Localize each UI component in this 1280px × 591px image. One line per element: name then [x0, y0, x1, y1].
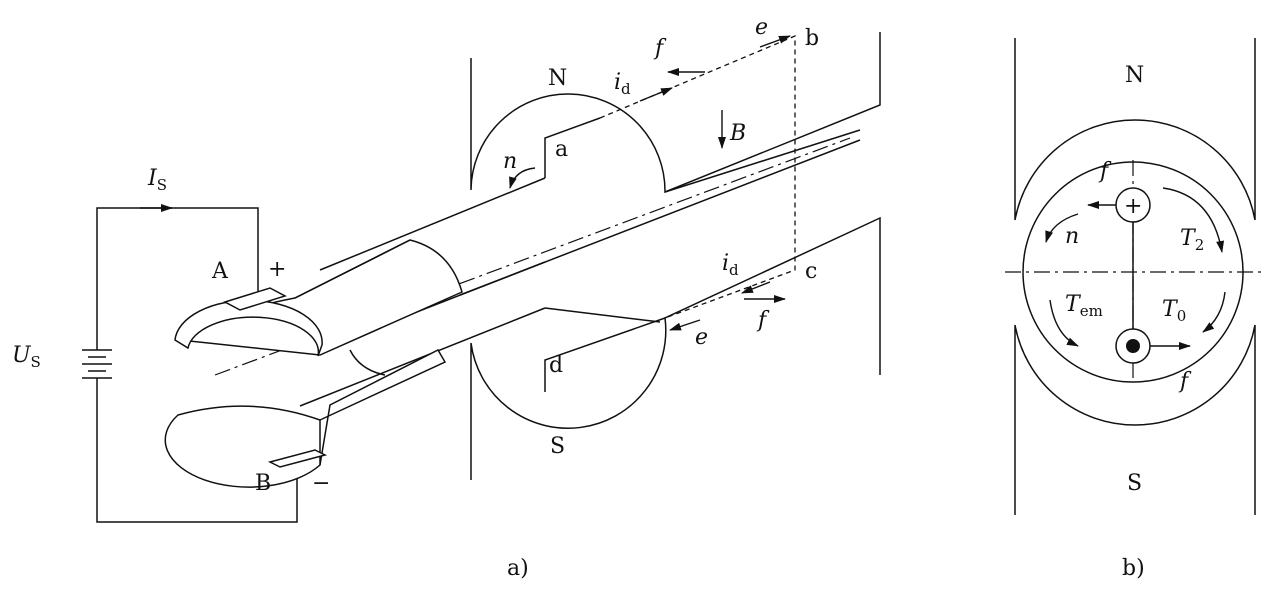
- torque-em-arrow: [1049, 299, 1079, 347]
- emf-arrow-top: [759, 35, 791, 48]
- slot-top: [544, 117, 601, 178]
- plus-label: +: [268, 257, 286, 282]
- south-pole-label: S: [550, 434, 565, 459]
- brush-b-label: B: [255, 471, 271, 496]
- armature-shaft: [214, 129, 861, 407]
- speed-arrow-b: [1045, 213, 1079, 243]
- conductor-bottom: [1115, 328, 1151, 364]
- brush-a: [223, 287, 287, 311]
- south-pole-b-label: S: [1127, 471, 1142, 496]
- brush-a-label: A: [211, 259, 229, 284]
- torque-0-arrow: [1202, 291, 1226, 333]
- current-top-label: id: [614, 70, 631, 98]
- slot-bottom: [544, 317, 666, 392]
- force-top-label: f: [653, 36, 667, 61]
- external-circuit: [96, 204, 298, 523]
- panel-b: + N S f f n T2 T0 Tem b): [1005, 38, 1265, 581]
- emf-top-label: e: [755, 15, 768, 40]
- coil-loop: [599, 35, 796, 319]
- south-pole: [470, 216, 881, 480]
- current-arrow-bottom: [741, 281, 771, 294]
- brush-b: [267, 449, 328, 468]
- current-bottom-label: id: [722, 251, 739, 279]
- conductor-plus-symbol: +: [1124, 194, 1142, 219]
- rotation-arrow: [509, 167, 536, 189]
- torque-2-arrow: [1162, 187, 1225, 253]
- current-arrow-top: [639, 87, 673, 102]
- source-current-label: IS: [147, 166, 167, 194]
- panel-a: N S IS US A + B − a b c d f f e e id id …: [12, 15, 881, 581]
- point-b-label: b: [805, 26, 819, 51]
- force-bottom-label: f: [756, 308, 770, 333]
- north-pole: [470, 32, 881, 194]
- speed-b-label: n: [1065, 224, 1079, 249]
- torque-0-label: T0: [1162, 297, 1186, 325]
- north-pole-b: [1014, 38, 1256, 221]
- emf-arrow-bottom: [669, 319, 701, 331]
- south-pole-b: [1014, 324, 1256, 515]
- speed-label: n: [503, 149, 517, 174]
- torque-2-label: T2: [1180, 226, 1204, 254]
- torque-em-label: Tem: [1065, 292, 1103, 320]
- emf-bottom-label: e: [695, 325, 708, 350]
- flux-label: B: [729, 121, 746, 146]
- panel-a-caption: a): [507, 556, 529, 581]
- battery-symbol: [82, 335, 112, 385]
- commutator-upper-segment: [174, 239, 463, 357]
- force-b-bottom-label: f: [1178, 369, 1192, 394]
- north-pole-label: N: [548, 66, 567, 91]
- force-b-top-label: f: [1098, 159, 1112, 184]
- point-a-label: a: [555, 137, 568, 162]
- panel-b-caption: b): [1122, 556, 1145, 581]
- point-c-label: c: [805, 259, 817, 284]
- source-voltage-label: US: [12, 343, 41, 371]
- north-pole-b-label: N: [1125, 63, 1144, 88]
- point-d-label: d: [549, 353, 563, 378]
- minus-label: −: [312, 471, 330, 496]
- commutator-lower-segment: [164, 349, 447, 488]
